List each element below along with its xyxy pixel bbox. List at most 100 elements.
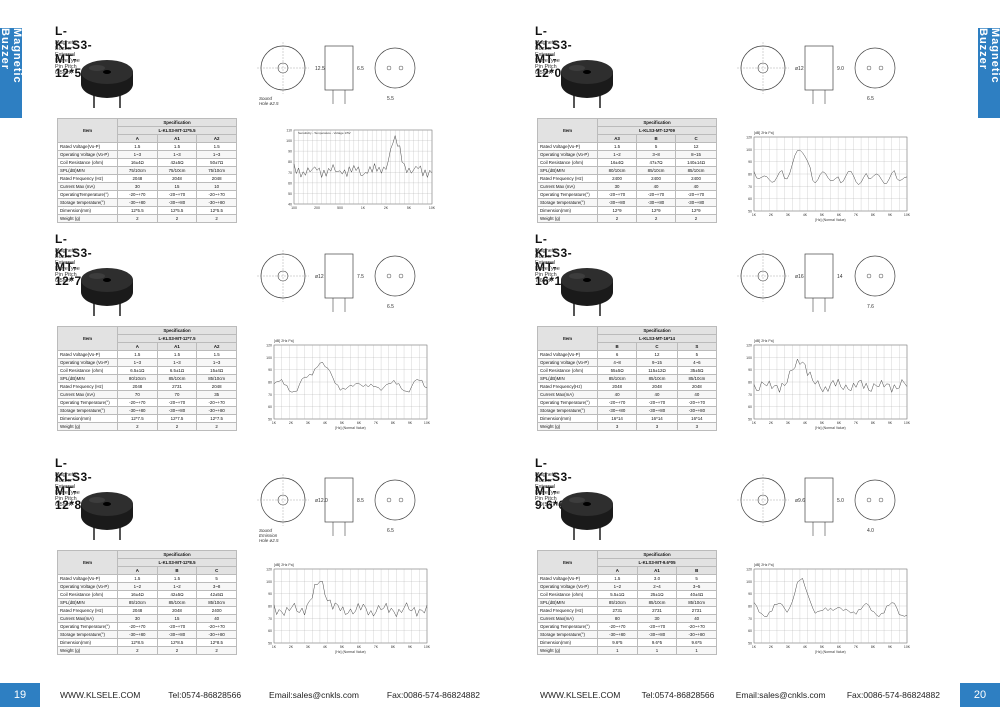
table-cell: 16*14 [596, 414, 638, 423]
table-cell: Current Max(mA) [57, 614, 118, 623]
table-cell: 1.5 [156, 350, 198, 359]
table-cell: 2 [156, 646, 198, 655]
table-cell: 15±4Ω [196, 366, 237, 375]
table-cell: Weight (g) [57, 422, 118, 431]
footer-email[interactable]: Email:sales@cnkls.com [735, 690, 826, 700]
y-tick-label: 80 [748, 173, 752, 177]
table-cell: 12*8.5 [117, 638, 158, 647]
table-cell: 4~8 [596, 358, 638, 367]
y-tick-label: 40 [288, 203, 292, 207]
table-cell: 1~3 [156, 150, 198, 159]
table-cell: 40 [196, 614, 237, 623]
table-cell: 12 [675, 142, 717, 151]
table-cell: 40 [676, 614, 717, 623]
dim-label: ø12.0 [315, 498, 328, 504]
table-cell: -20~+70 [596, 190, 638, 199]
x-tick-label: 7K [374, 421, 379, 425]
footer-site[interactable]: WWW.KLSELE.COM [540, 690, 621, 700]
table-cell: 1.5 [117, 350, 158, 359]
footer-tel: Tel:0574-86828566 [641, 690, 715, 700]
chart-xlabel: [Hz] (Normal Value) [815, 426, 845, 430]
drawing-note: Hole ø2.5 [259, 101, 279, 106]
table-cell: Weight (g) [57, 646, 118, 655]
x-tick-label: 2K [769, 421, 774, 425]
chart-ylabel: [dB] 2Hz Pa] [754, 563, 774, 567]
table-cell: 30 [636, 614, 678, 623]
y-tick-label: 50 [748, 210, 752, 214]
x-tick-label: 100 [291, 206, 297, 210]
drawing-note: Emission [259, 533, 278, 538]
table-cell: -30~+80 [597, 630, 638, 639]
spec-header: Specification [117, 550, 237, 559]
table-cell: 47±7Ω [636, 158, 677, 167]
table-row: Storage temperature(°)-30~+80-30~+80-30~… [57, 630, 237, 639]
table-cell: 2048 [196, 174, 237, 183]
table-cell: 9.6*5 [597, 638, 638, 647]
spec-col-header: A3 [596, 134, 638, 143]
footer-left: WWW.KLSELE.COM Tel:0574-86828566 Email:s… [60, 683, 480, 707]
table-cell: 1.5 [156, 574, 198, 583]
table-cell: -20~+70 [196, 622, 237, 631]
table-cell: -30~+80 [117, 406, 158, 415]
dim-label: ø16 [795, 274, 804, 280]
table-cell: Rated Frequency (Hz) [57, 382, 118, 391]
footer-fax: Fax:0086-574-86824882 [846, 690, 940, 700]
table-cell: 75/10cm [156, 166, 198, 175]
spec-item-header: Item [537, 326, 598, 351]
dim-label: 7.6 [867, 304, 874, 310]
footer-email[interactable]: Email:sales@cnkls.com [269, 690, 359, 700]
x-tick-label: 9K [888, 213, 893, 217]
table-cell: 42±5Ω [156, 590, 198, 599]
x-tick-label: 6K [357, 421, 362, 425]
x-tick-label: 9K [888, 645, 893, 649]
table-cell: -20~+70 [636, 398, 678, 407]
spec-col-header: B [596, 342, 638, 351]
y-tick-label: 100 [286, 139, 292, 143]
buzzer-photo [561, 60, 613, 108]
spec-col-header: C [675, 134, 717, 143]
dim-label: 4.0 [867, 528, 874, 534]
x-tick-label: 2K [769, 213, 774, 217]
spec-header: Specification [597, 118, 717, 127]
footer-site[interactable]: WWW.KLSELE.COM [60, 690, 141, 700]
table-row: Storage temperature(°)-30~+80-30~+80-30~… [57, 406, 237, 415]
table-cell: 2 [117, 646, 158, 655]
table-cell: 6.5±1Ω [117, 366, 158, 375]
product-subtitle: Magnetic Buzzer External DriveType Pin P… [535, 472, 564, 508]
table-cell: 1~3 [117, 358, 158, 367]
table-cell: Coil Resistance (ohm) [537, 590, 598, 599]
table-cell: Current Max (mA) [57, 182, 118, 191]
table-cell: 2048 [636, 382, 678, 391]
table-cell: 6 [596, 350, 638, 359]
x-tick-label: 1K [752, 421, 757, 425]
table-cell: 30 [117, 182, 158, 191]
table-cell: 1.5 [117, 574, 158, 583]
x-tick-label: 5K [820, 213, 825, 217]
y-tick-label: 100 [746, 148, 752, 152]
buzzer-photo [81, 492, 133, 540]
table-cell: 1.5 [196, 142, 237, 151]
x-tick-label: 1K [752, 645, 757, 649]
y-tick-label: 100 [746, 356, 752, 360]
table-cell: 15 [156, 614, 198, 623]
table-row: Operating Temperature(°)-20~+70-20~+70-2… [57, 622, 237, 631]
dim-label: 7.5 [357, 274, 364, 280]
x-tick-label: 6K [837, 645, 842, 649]
chart-ylabel: [dB] 2Hz Pa] [274, 339, 294, 343]
table-cell: Rated Voltage(Vo-P) [57, 350, 118, 359]
table-cell: 1~3 [156, 358, 198, 367]
side-tab-right: Magnetic Buzzer [977, 28, 1000, 118]
table-cell: -20~+70 [597, 622, 638, 631]
table-cell: Rated Voltage(Vo-P) [57, 574, 118, 583]
x-tick-label: 4K [803, 421, 808, 425]
table-cell: Dimension(mm) [57, 206, 118, 215]
table-cell: 2048 [676, 382, 718, 391]
